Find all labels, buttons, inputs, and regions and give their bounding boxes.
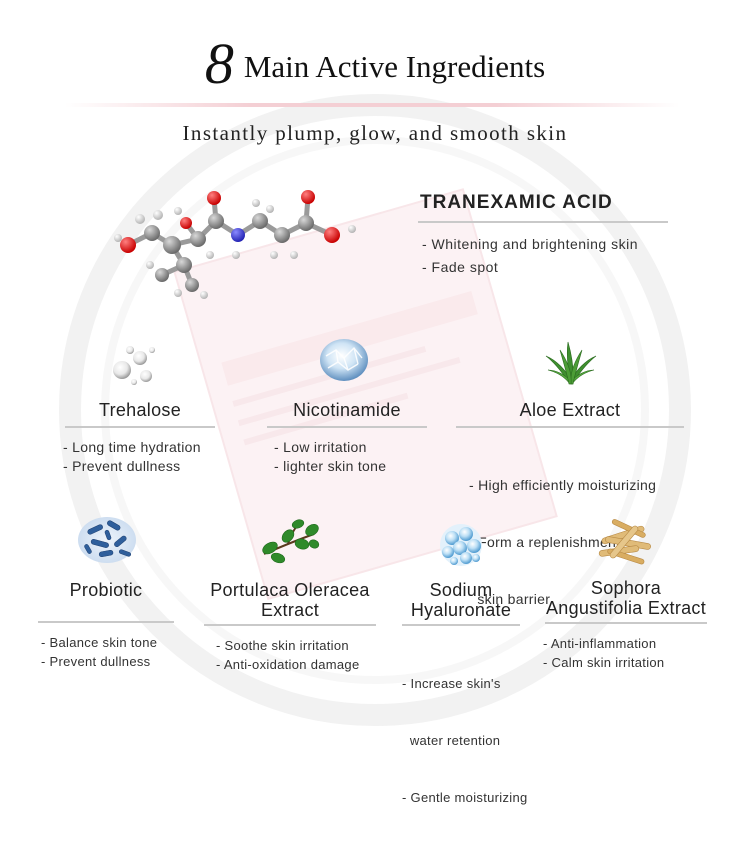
- ingredient-name: Probiotic: [69, 580, 143, 600]
- ingredient-divider: [65, 426, 215, 428]
- ingredient-sophora: Sophora Angustifolia Extract - Anti-infl…: [535, 578, 717, 672]
- ingredient-benefits: - Low irritation - lighter skin tone: [262, 438, 432, 476]
- list-item: - Increase skin's: [402, 676, 501, 691]
- ingredient-benefits: - High efficiently moisturizing - Form a…: [455, 438, 685, 647]
- list-item: - Balance skin tone: [41, 635, 158, 650]
- list-item: - Anti-inflammation: [543, 636, 657, 651]
- list-item: - Prevent dullness: [63, 458, 181, 474]
- page-title: 8 Main Active Ingredients: [0, 30, 750, 97]
- ingredient-name-line: Sophora: [590, 578, 662, 598]
- ingredient-name: Sophora Angustifolia Extract: [535, 578, 717, 618]
- ingredient-benefits: - Soothe skin irritation - Anti-oxidatio…: [200, 636, 380, 674]
- ingredient-divider: [402, 624, 520, 626]
- list-item: - Calm skin irritation: [543, 655, 665, 670]
- ingredient-nicotinamide: Nicotinamide - Low irritation - lighter …: [262, 400, 432, 476]
- list-item: - Gentle moisturizing: [402, 790, 528, 805]
- portulaca-leaf-icon: [262, 519, 320, 564]
- title-divider: [65, 103, 680, 107]
- title-number: 8: [204, 31, 234, 96]
- page-subtitle: Instantly plump, glow, and smooth skin: [182, 121, 568, 145]
- bacteria-icon: [78, 517, 136, 563]
- ingredient-benefits: - Long time hydration - Prevent dullness: [55, 438, 225, 476]
- title-text: Main Active Ingredients: [243, 49, 546, 84]
- list-item: - Anti-oxidation damage: [216, 657, 360, 672]
- hero-benefits: - Whitening and brightening skin - Fade …: [422, 233, 638, 279]
- hyaluronate-sphere-icon: [440, 524, 482, 566]
- ingredient-name: Portulaca Oleracea Extract: [200, 580, 380, 620]
- ingredient-name: Trehalose: [98, 400, 182, 420]
- list-item: - Whitening and brightening skin: [422, 236, 639, 252]
- ingredient-name-line: Hyaluronate: [410, 600, 512, 620]
- list-item: - Prevent dullness: [41, 654, 151, 669]
- ingredient-name-line: Extract: [260, 600, 320, 620]
- ingredient-benefits: - Increase skin's water retention - Gent…: [396, 636, 528, 845]
- list-item: - Fade spot: [422, 259, 499, 275]
- crystal-icon: [320, 339, 368, 381]
- ingredient-name-line: Portulaca Oleracea: [210, 580, 370, 600]
- ingredient-aloe: Aloe Extract - High efficiently moisturi…: [455, 400, 685, 647]
- hero-divider: [418, 221, 668, 223]
- list-item: - Form a replenishment: [469, 534, 621, 550]
- water-droplets-icon: [113, 346, 155, 385]
- ingredient-name: Sodium Hyaluronate: [396, 580, 526, 620]
- list-item: - High efficiently moisturizing: [469, 477, 657, 493]
- ingredient-divider: [545, 622, 707, 624]
- list-item: - Soothe skin irritation: [216, 638, 349, 653]
- list-item: - lighter skin tone: [274, 458, 387, 474]
- ingredient-name: Nicotinamide: [293, 400, 401, 420]
- aloe-plant-icon: [545, 341, 597, 385]
- ingredient-divider: [456, 426, 684, 428]
- ingredient-benefits: - Balance skin tone - Prevent dullness: [36, 633, 176, 671]
- ingredient-probiotic: Probiotic - Balance skin tone - Prevent …: [36, 580, 176, 671]
- ingredient-divider: [38, 621, 174, 623]
- molecule-model-icon: [114, 190, 356, 299]
- ingredient-name-line: Sodium: [429, 580, 493, 600]
- ingredient-name: Aloe Extract: [519, 400, 621, 420]
- ingredient-sodium-hyaluronate: Sodium Hyaluronate - Increase skin's wat…: [396, 580, 528, 845]
- list-item: - Long time hydration: [63, 439, 201, 455]
- ingredient-trehalose: Trehalose - Long time hydration - Preven…: [55, 400, 225, 476]
- list-item: skin barrier: [469, 591, 551, 607]
- ingredient-benefits: - Anti-inflammation - Calm skin irritati…: [535, 634, 717, 672]
- sophora-root-icon: [598, 519, 651, 565]
- ingredient-portulaca: Portulaca Oleracea Extract - Soothe skin…: [200, 580, 380, 674]
- ingredient-divider: [267, 426, 427, 428]
- page: 8 Main Active Ingredients Instantly plump…: [0, 30, 750, 805]
- hero-ingredient-name: TRANEXAMIC ACID: [420, 192, 613, 213]
- ingredient-name-line: Angustifolia Extract: [545, 598, 707, 618]
- list-item: water retention: [402, 733, 501, 748]
- list-item: - Low irritation: [274, 439, 367, 455]
- ingredient-divider: [204, 624, 376, 626]
